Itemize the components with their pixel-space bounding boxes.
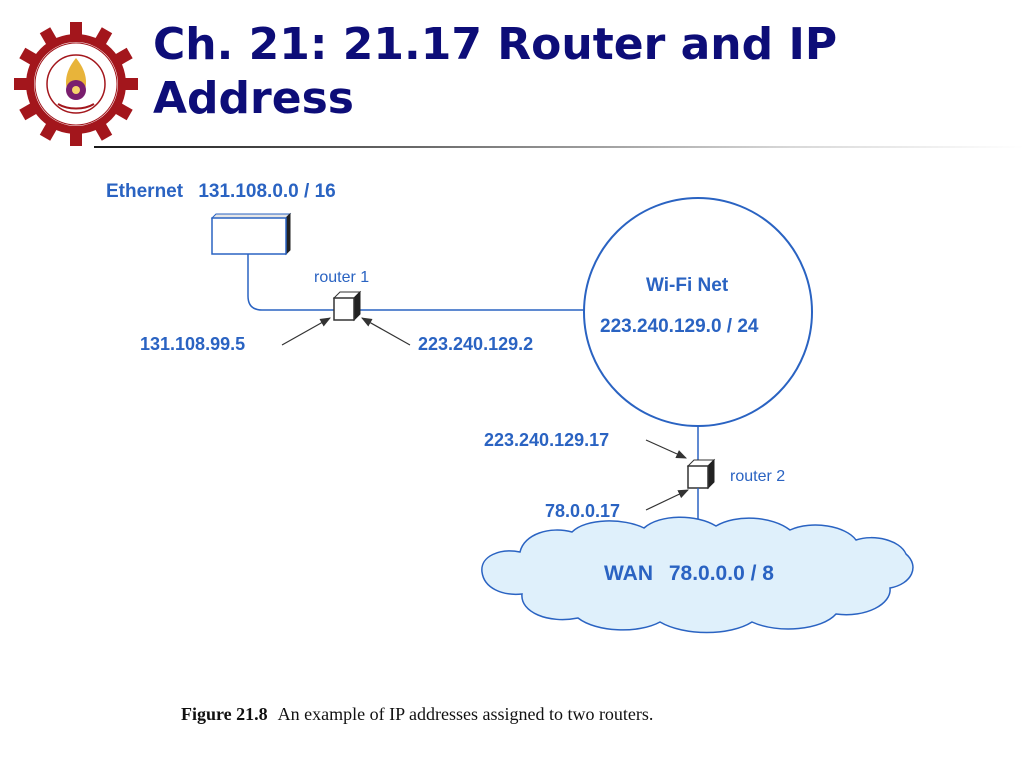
router1-right-ip: 223.240.129.2	[418, 334, 533, 354]
wifi-network-circle	[583, 197, 813, 427]
arrow-router2-bottom	[645, 489, 689, 511]
arrow-router1-left	[281, 317, 331, 346]
svg-text:Ethernet 131.108.0.0 / 16: Ethernet 131.108.0.0 / 16	[106, 181, 336, 202]
figure-caption-text: An example of IP addresses assigned to t…	[277, 704, 654, 724]
wan-label: WAN	[604, 562, 653, 585]
ethernet-link	[247, 254, 334, 311]
figure-number: Figure 21.8	[181, 704, 268, 724]
figure-caption: Figure 21.8 An example of IP addresses as…	[181, 704, 653, 725]
router1-left-ip: 131.108.99.5	[140, 334, 245, 354]
router1-label: router 1	[314, 269, 369, 286]
svg-text:WAN 78.0.0.0 / 8: WAN 78.0.0.0 / 8	[604, 562, 774, 585]
router1-icon	[332, 290, 362, 322]
arrow-router2-top	[645, 439, 687, 459]
arrow-router1-right	[361, 317, 411, 346]
router2-icon	[686, 458, 716, 490]
ethernet-prefix: 131.108.0.0 / 16	[198, 181, 335, 202]
title-divider	[94, 146, 1024, 148]
wan-cloud	[481, 516, 914, 634]
department-logo	[14, 22, 138, 146]
wifi-label: Wi-Fi Net	[646, 275, 729, 296]
network-diagram: Ethernet 131.108.0.0 / 16 router 1 131.1…	[106, 181, 914, 634]
ethernet-host-box	[210, 212, 292, 256]
wifi-prefix: 223.240.129.0 / 24	[600, 316, 759, 337]
router2-bottom-ip: 78.0.0.17	[545, 501, 620, 521]
router2-label: router 2	[730, 468, 785, 485]
slide-title: Ch. 21: 21.17 Router and IP Address	[153, 19, 838, 124]
router2-top-ip: 223.240.129.17	[484, 430, 609, 450]
wan-prefix: 78.0.0.0 / 8	[669, 562, 774, 585]
ethernet-label: Ethernet	[106, 181, 184, 202]
